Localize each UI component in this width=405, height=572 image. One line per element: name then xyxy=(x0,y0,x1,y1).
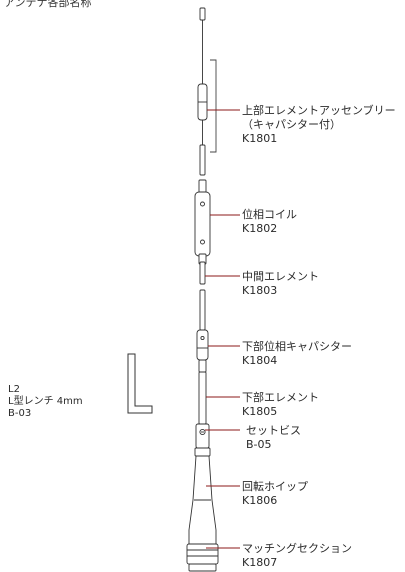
upper-bracket xyxy=(210,59,217,153)
label-rotating-whip: 回転ホイップ K1806 xyxy=(242,480,308,508)
lowerelem-code: K1805 xyxy=(242,405,278,418)
matching-code: K1807 xyxy=(242,556,278,569)
top-tip xyxy=(199,7,206,21)
screw-code: B-05 xyxy=(246,438,272,451)
coil-name: 位相コイル xyxy=(242,208,297,221)
lower-element xyxy=(198,371,207,425)
middle-name: 中間エレメント xyxy=(242,270,319,283)
middle-code: K1803 xyxy=(242,284,278,297)
upper-sub: （キャパシター付） xyxy=(242,118,341,131)
label-upper-assembly: 上部エレメントアッセンブリー （キャパシター付） K1801 xyxy=(242,104,396,146)
wrench-code: B-03 xyxy=(8,408,32,419)
diagram-header: アンテナ各部名称 xyxy=(4,0,92,9)
upper-base xyxy=(199,144,206,176)
wrench-line2: L型レンチ 4mm xyxy=(8,396,83,407)
label-lower-element: 下部エレメント K1805 xyxy=(242,391,319,419)
label-set-screw: セットビス B-05 xyxy=(246,424,301,452)
set-screw-collar xyxy=(195,423,210,449)
matching-name: マッチングセクション xyxy=(242,542,352,555)
whip-name: 回転ホイップ xyxy=(242,480,308,493)
upper-name: 上部エレメントアッセンブリー xyxy=(242,104,396,117)
whip-code: K1806 xyxy=(242,494,278,507)
l-wrench xyxy=(127,353,153,414)
screw-name: セットビス xyxy=(246,424,301,437)
coil-code: K1802 xyxy=(242,222,278,235)
lowercap-name: 下部位相キャパシター xyxy=(242,340,352,353)
lowerelem-name: 下部エレメント xyxy=(242,391,319,404)
matching-section xyxy=(186,543,219,565)
label-lower-capacitor: 下部位相キャパシター K1804 xyxy=(242,340,352,368)
middle-element xyxy=(199,261,206,285)
label-l-wrench: L2 L型レンチ 4mm B-03 xyxy=(8,384,83,420)
lower-rod-top xyxy=(199,289,206,331)
lower-capacitor xyxy=(196,329,209,361)
upper-code: K1801 xyxy=(242,132,278,145)
lowercap-code: K1804 xyxy=(242,354,278,367)
label-phase-coil: 位相コイル K1802 xyxy=(242,208,297,236)
label-middle-element: 中間エレメント K1803 xyxy=(242,270,319,298)
label-matching-section: マッチングセクション K1807 xyxy=(242,542,352,570)
wrench-line1: L2 xyxy=(8,384,20,395)
